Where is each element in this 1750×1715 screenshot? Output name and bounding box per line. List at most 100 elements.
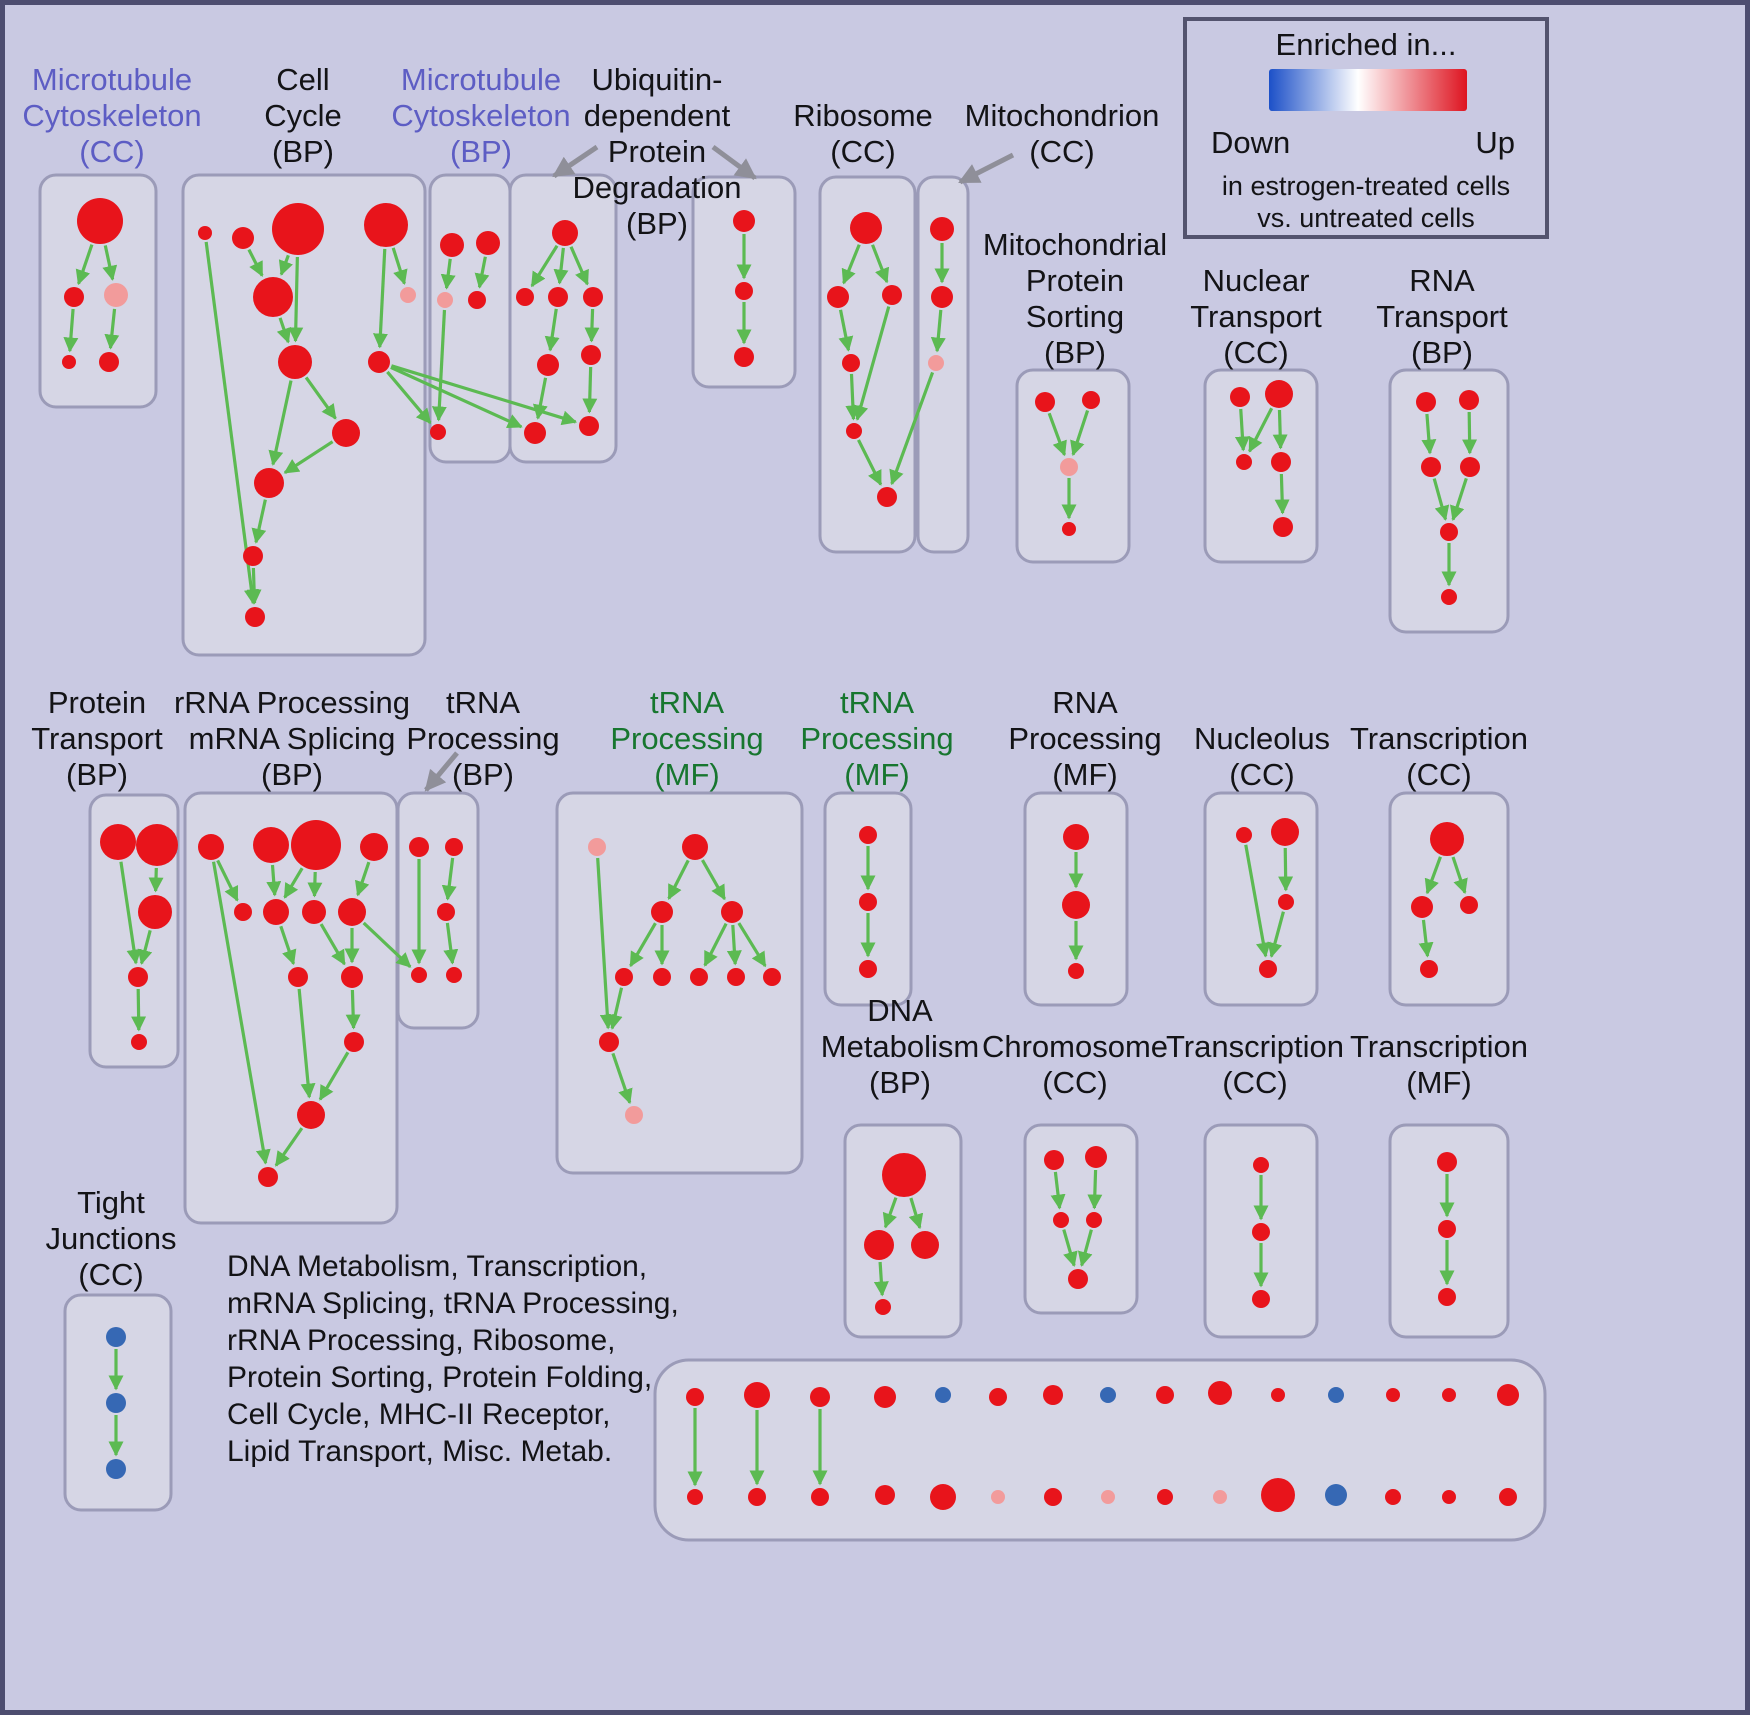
go-term-node bbox=[344, 1032, 364, 1052]
go-term-node bbox=[989, 1388, 1007, 1406]
go-term-node bbox=[440, 233, 464, 257]
edge-arrow bbox=[431, 309, 447, 422]
go-term-node bbox=[288, 967, 308, 987]
edge-arrow bbox=[584, 308, 600, 343]
go-term-node bbox=[445, 838, 463, 856]
group-box-trna-processing-mf-1 bbox=[555, 791, 804, 1175]
edge-arrow bbox=[1418, 919, 1434, 958]
go-term-node bbox=[524, 422, 546, 444]
go-term-node bbox=[827, 286, 849, 308]
go-term-node bbox=[682, 834, 708, 860]
edge-arrow bbox=[148, 867, 164, 893]
go-term-node bbox=[1259, 960, 1277, 978]
edge-arrow bbox=[274, 1127, 304, 1167]
go-term-node bbox=[748, 1488, 766, 1506]
edge-arrow bbox=[1070, 409, 1090, 457]
go-term-node bbox=[1208, 1381, 1232, 1405]
edge-arrow bbox=[307, 871, 323, 898]
edge-arrow bbox=[882, 1197, 898, 1229]
annotation-arrow bbox=[958, 152, 1015, 185]
edge-arrow bbox=[288, 256, 304, 343]
go-term-node bbox=[686, 1388, 704, 1406]
go-term-node bbox=[263, 899, 289, 925]
go-term-node bbox=[875, 1485, 895, 1505]
edge-arrow bbox=[1050, 1171, 1066, 1210]
go-term-node bbox=[1213, 1490, 1227, 1504]
edge-arrow bbox=[204, 241, 259, 605]
go-term-node bbox=[687, 1489, 703, 1505]
go-term-node bbox=[1437, 1152, 1457, 1172]
edge-arrow bbox=[873, 1261, 889, 1297]
go-term-node bbox=[1411, 896, 1433, 918]
go-term-node bbox=[1460, 457, 1480, 477]
go-term-node bbox=[516, 288, 534, 306]
go-term-node bbox=[243, 546, 263, 566]
go-term-node bbox=[1265, 380, 1293, 408]
edge-arrow bbox=[1267, 911, 1285, 958]
edge-arrow bbox=[553, 247, 569, 285]
go-term-node bbox=[297, 1101, 325, 1129]
go-term-node bbox=[811, 1488, 829, 1506]
go-term-node bbox=[1062, 522, 1076, 536]
legend-up-label: Up bbox=[1475, 125, 1515, 160]
go-term-node bbox=[1252, 1290, 1270, 1308]
go-term-node bbox=[1271, 1388, 1285, 1402]
go-term-node bbox=[1442, 1388, 1456, 1402]
edge-arrow bbox=[569, 246, 589, 286]
misc-caption-line: DNA Metabolism, Transcription, bbox=[227, 1250, 648, 1283]
edge-arrow bbox=[1451, 856, 1468, 895]
go-term-node bbox=[1459, 390, 1479, 410]
go-term-node bbox=[1085, 1146, 1107, 1168]
go-term-node bbox=[302, 900, 326, 924]
go-term-node bbox=[138, 895, 172, 929]
go-term-node bbox=[1101, 1490, 1115, 1504]
go-term-node bbox=[253, 827, 289, 863]
edge-arrow bbox=[1087, 1169, 1103, 1210]
go-term-node bbox=[291, 820, 341, 870]
go-term-node bbox=[1440, 523, 1458, 541]
go-term-node bbox=[651, 901, 673, 923]
go-term-node bbox=[430, 424, 446, 440]
go-term-node bbox=[579, 416, 599, 436]
edge-arrow bbox=[1450, 477, 1468, 522]
go-term-node bbox=[368, 351, 390, 373]
go-term-node bbox=[258, 1167, 278, 1187]
go-term-node bbox=[106, 1327, 126, 1347]
go-term-node bbox=[245, 607, 265, 627]
go-term-node bbox=[864, 1230, 894, 1260]
legend-down-label: Down bbox=[1211, 125, 1291, 160]
edge-arrow bbox=[582, 366, 598, 414]
edge-arrow bbox=[1421, 413, 1437, 455]
edge-arrow bbox=[318, 1051, 350, 1101]
go-term-node bbox=[882, 285, 902, 305]
go-term-node bbox=[99, 352, 119, 372]
group-box-nuclear-transport-cc bbox=[1203, 368, 1319, 564]
group-label-chromosome-cc: Chromosome(CC) bbox=[982, 1029, 1168, 1100]
go-term-node bbox=[581, 345, 601, 365]
go-term-node bbox=[1044, 1150, 1064, 1170]
go-term-node bbox=[930, 1484, 956, 1510]
edge-arrow bbox=[391, 247, 408, 285]
go-term-node bbox=[254, 468, 284, 498]
misc-caption-line: rRNA Processing, Ribosome, bbox=[227, 1324, 616, 1357]
go-term-node bbox=[1230, 387, 1250, 407]
edge-arrow bbox=[726, 924, 742, 966]
edge-arrow bbox=[737, 922, 767, 968]
group-box-rna-transport-bp bbox=[1388, 368, 1510, 634]
misc-caption-line: Protein Sorting, Protein Folding, bbox=[227, 1361, 653, 1394]
edge-arrow bbox=[211, 861, 271, 1165]
go-term-node bbox=[599, 1032, 619, 1052]
edge-arrow bbox=[283, 867, 304, 899]
go-term-node bbox=[690, 968, 708, 986]
edge-arrow bbox=[390, 365, 523, 429]
group-label-nucleolus-cc: Nucleolus(CC) bbox=[1194, 721, 1330, 792]
group-label-ribosome-cc: Ribosome(CC) bbox=[793, 98, 933, 169]
